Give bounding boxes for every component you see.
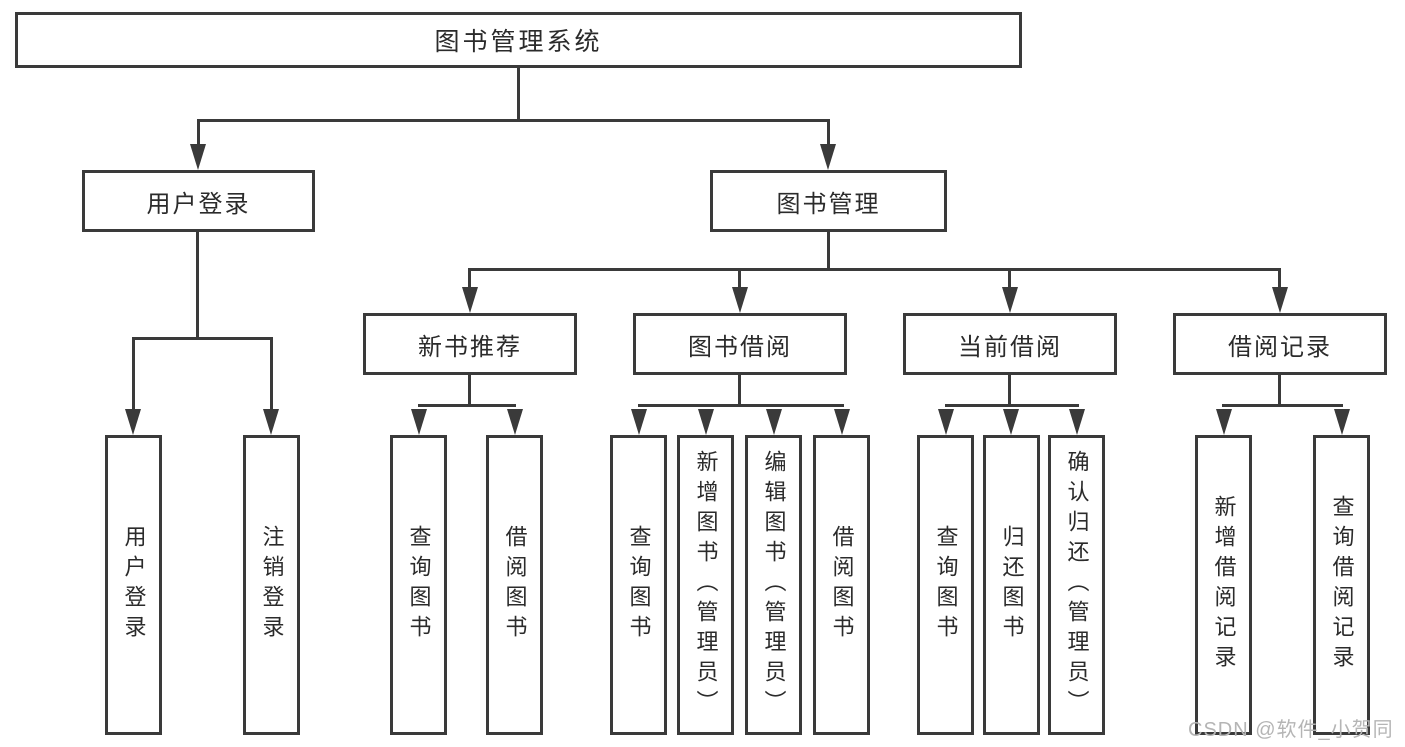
- leaf-borrow-books: 借阅图书: [813, 435, 870, 735]
- arrow-down-icon: [732, 287, 748, 313]
- leaf-query-books-borrow: 查询图书: [610, 435, 667, 735]
- node-book-borrowing: 图书借阅: [633, 313, 847, 375]
- leaf-user-login: 用户登录: [105, 435, 162, 735]
- connector-root-stem: [517, 68, 520, 119]
- arrow-down-icon: [1002, 287, 1018, 313]
- connector-stub: [1278, 268, 1281, 290]
- arrow-down-icon: [820, 144, 836, 170]
- node-current-borrowing: 当前借阅: [903, 313, 1117, 375]
- connector-stub: [468, 268, 471, 290]
- arrow-down-icon: [1003, 409, 1019, 435]
- arrow-down-icon: [1216, 409, 1232, 435]
- arrow-down-icon: [834, 409, 850, 435]
- node-borrowing-records: 借阅记录: [1173, 313, 1387, 375]
- arrow-down-icon: [938, 409, 954, 435]
- arrow-down-icon: [1334, 409, 1350, 435]
- arrow-down-icon: [411, 409, 427, 435]
- connector-stem: [827, 232, 830, 270]
- watermark-text: CSDN @软件_小贺同学: [1188, 719, 1394, 741]
- connector-crossbar: [469, 268, 1281, 271]
- arrow-down-icon: [1069, 409, 1085, 435]
- node-new-book-recommend: 新书推荐: [363, 313, 577, 375]
- connector-stem: [738, 375, 741, 405]
- arrow-down-icon: [263, 409, 279, 435]
- connector-stub: [197, 119, 200, 146]
- connector-stub: [738, 268, 741, 290]
- arrow-down-icon: [190, 144, 206, 170]
- leaf-return-books: 归还图书: [983, 435, 1040, 735]
- connector-crossbar: [945, 404, 1079, 407]
- arrow-down-icon: [698, 409, 714, 435]
- arrow-down-icon: [507, 409, 523, 435]
- leaf-edit-books-admin: 编辑图书（管理员）: [745, 435, 802, 735]
- connector-stem: [1008, 375, 1011, 405]
- leaf-confirm-return-admin: 确认归还（管理员）: [1048, 435, 1105, 735]
- connector-crossbar: [638, 404, 844, 407]
- arrow-down-icon: [631, 409, 647, 435]
- connector-stem: [468, 375, 471, 405]
- connector-crossbar: [418, 404, 516, 407]
- node-system-root: 图书管理系统: [15, 12, 1022, 68]
- leaf-query-borrow-record: 查询借阅记录: [1313, 435, 1370, 735]
- connector-stub: [827, 119, 830, 146]
- connector-stub: [270, 337, 273, 409]
- leaf-add-borrow-record: 新增借阅记录: [1195, 435, 1252, 735]
- arrow-down-icon: [766, 409, 782, 435]
- arrow-down-icon: [125, 409, 141, 435]
- connector-stem: [196, 232, 199, 337]
- leaf-query-books-recommend: 查询图书: [390, 435, 447, 735]
- connector-root-crossbar: [197, 119, 830, 122]
- leaf-borrow-books-recommend: 借阅图书: [486, 435, 543, 735]
- leaf-add-books-admin: 新增图书（管理员）: [677, 435, 734, 735]
- arrow-down-icon: [1272, 287, 1288, 313]
- arrow-down-icon: [462, 287, 478, 313]
- connector-stub: [132, 337, 135, 409]
- node-book-management: 图书管理: [710, 170, 947, 232]
- leaf-logout: 注销登录: [243, 435, 300, 735]
- connector-crossbar: [132, 337, 272, 340]
- connector-stem: [1278, 375, 1281, 405]
- node-user-login: 用户登录: [82, 170, 315, 232]
- connector-stub: [1008, 268, 1011, 290]
- connector-crossbar: [1222, 404, 1343, 407]
- leaf-query-books-current: 查询图书: [917, 435, 974, 735]
